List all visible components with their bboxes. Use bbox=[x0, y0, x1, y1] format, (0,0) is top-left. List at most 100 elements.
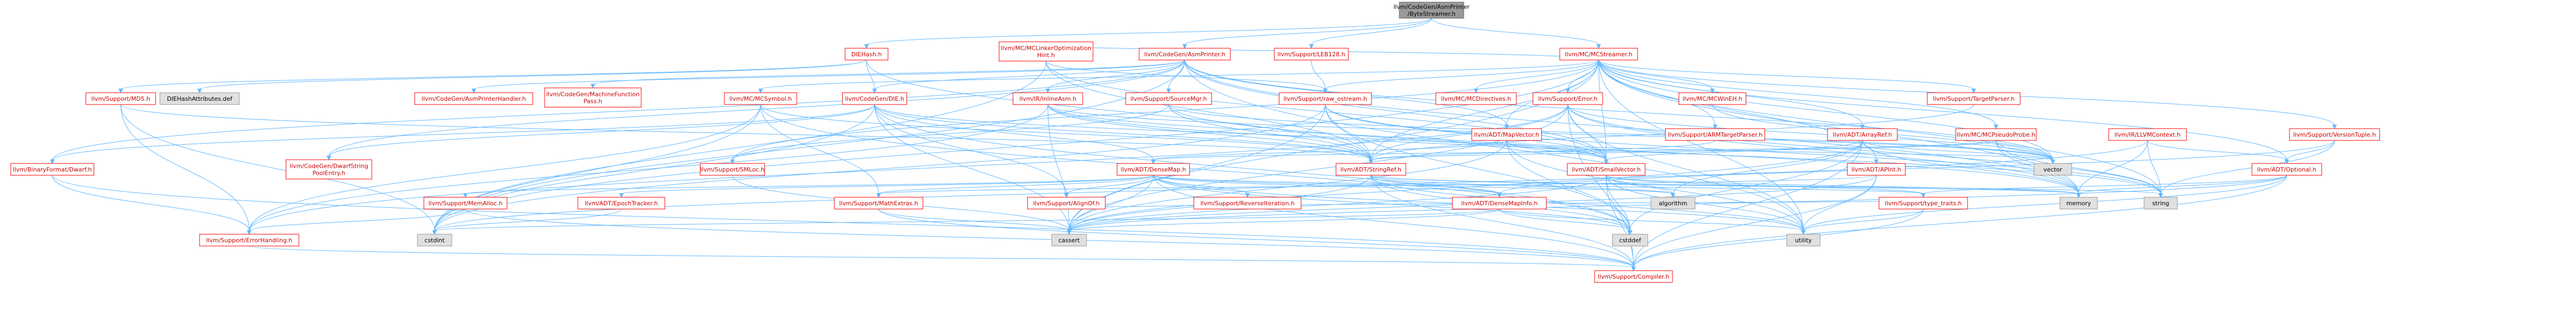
node-label-mcdirectives: llvm/MC/MCDirectives.h bbox=[1441, 95, 1511, 102]
node-box-irinlineasm bbox=[1012, 92, 1083, 105]
edge-llvmctx-to-string bbox=[2147, 140, 2161, 195]
edge-densemapinfo-to-utility bbox=[1499, 208, 1804, 232]
node-llvmctx[interactable]: llvm/IR/LLVMContext.h bbox=[2108, 128, 2187, 141]
edge-densemap-to-compiler bbox=[1153, 175, 1634, 268]
node-stringref[interactable]: llvm/ADT/StringRef.h bbox=[1335, 163, 1406, 176]
node-srcmgr[interactable]: llvm/Support/SourceMgr.h bbox=[1125, 92, 1212, 105]
node-rawostream[interactable]: llvm/Support/raw_ostream.h bbox=[1279, 92, 1372, 105]
node-cgdie[interactable]: llvm/CodeGen/DIE.h bbox=[842, 92, 907, 105]
edge-cgdie-to-stringref bbox=[874, 104, 1371, 161]
edge-irinlineasm-to-errhandling bbox=[249, 104, 1048, 232]
node-asmprinter[interactable]: llvm/CodeGen/AsmPrinter.h bbox=[1139, 48, 1231, 61]
node-label-utility: utility bbox=[1795, 237, 1812, 244]
edge-irinlineasm-to-vector bbox=[1047, 104, 2053, 161]
edge-dihash-to-md5 bbox=[120, 59, 867, 90]
edge-mapvector-to-utility bbox=[1506, 140, 1804, 232]
node-label-stringref: llvm/ADT/StringRef.h bbox=[1340, 166, 1401, 173]
node-vtuple[interactable]: llvm/Support/VersionTuple.h bbox=[2289, 128, 2380, 141]
node-box-tparser bbox=[1927, 92, 2021, 105]
node-errhandling[interactable]: llvm/Support/ErrorHandling.h bbox=[199, 234, 299, 247]
node-compiler[interactable]: llvm/Support/Compiler.h bbox=[1594, 270, 1673, 283]
node-reviter[interactable]: llvm/Support/ReverseIteration.h bbox=[1193, 197, 1302, 210]
node-mathextras[interactable]: llvm/Support/MathExtras.h bbox=[834, 197, 923, 210]
edge-asmprinter-to-smallvector bbox=[1184, 59, 1606, 161]
node-label-cgmfp: llvm/CodeGen/MachineFunction bbox=[546, 91, 640, 98]
node-mcwinen[interactable]: llvm/MC/MCWinEH.h bbox=[1678, 92, 1746, 105]
node-label-cassert: cassert bbox=[1059, 237, 1081, 244]
edge-mcstreamer-to-optional bbox=[1598, 59, 2287, 161]
edge-densemap-to-reviter bbox=[1153, 175, 1248, 195]
node-typetraits[interactable]: llvm/Support/type_traits.h bbox=[1878, 197, 1968, 210]
node-box-apint bbox=[1847, 163, 1906, 176]
node-memalloc[interactable]: llvm/Support/MemAlloc.h bbox=[423, 197, 508, 210]
node-optional[interactable]: llvm/ADT/Optional.h bbox=[2251, 163, 2322, 176]
node-irinlineasm[interactable]: llvm/IR/InlineAsm.h bbox=[1012, 92, 1083, 105]
node-box-cgaph bbox=[414, 92, 533, 105]
node-box-mcdirectives bbox=[1435, 92, 1517, 105]
node-box-optional bbox=[2251, 163, 2322, 176]
edge-arrowhead-mapvector-to-densemap bbox=[1151, 159, 1156, 165]
node-densemapinfo[interactable]: llvm/ADT/DenseMapInfo.h bbox=[1452, 197, 1547, 210]
edge-root-to-mcstreamer bbox=[1431, 18, 1599, 46]
edge-mapvector-to-vector bbox=[1506, 140, 2053, 161]
edge-cgdie-to-cstddef bbox=[874, 104, 1631, 232]
edge-irinlineasm-to-smallvector bbox=[1047, 104, 1606, 161]
edge-arrowhead-mcstreamer-to-apint bbox=[1874, 159, 1879, 165]
edge-asmprinter-to-cgmfp bbox=[592, 59, 1185, 85]
node-box-compiler bbox=[1594, 270, 1673, 283]
node-box-densemap bbox=[1117, 163, 1190, 176]
node-label-rawostream: llvm/Support/raw_ostream.h bbox=[1283, 95, 1367, 102]
node-smloc[interactable]: llvm/Support/SMLoc.h bbox=[700, 163, 765, 176]
edge-armtp-to-stringref bbox=[1370, 140, 1715, 161]
node-cgaph[interactable]: llvm/CodeGen/AsmPrinterHandler.h bbox=[414, 92, 533, 105]
edge-vtuple-to-optional bbox=[2286, 140, 2335, 161]
node-tparser[interactable]: llvm/Support/TargetParser.h bbox=[1927, 92, 2021, 105]
node-box-mcpseudo bbox=[1955, 128, 2037, 141]
edge-mcstreamer-to-rawostream bbox=[1325, 59, 1599, 90]
node-box-mcwinen bbox=[1678, 92, 1746, 105]
node-densemap[interactable]: llvm/ADT/DenseMap.h bbox=[1117, 163, 1190, 176]
edge-mapvector-to-cstddef bbox=[1506, 140, 1631, 232]
edge-arrowhead-mapvector-to-smallvector bbox=[1604, 159, 1609, 165]
node-alignof[interactable]: llvm/Support/AlignOf.h bbox=[1027, 197, 1106, 210]
edge-arrowhead-asmprinter-to-cgaph bbox=[471, 88, 476, 94]
edge-md5-to-errhandling bbox=[120, 104, 249, 232]
edge-srcmgr-to-smloc bbox=[732, 104, 1169, 161]
node-label-algorithm: algorithm bbox=[1658, 200, 1687, 207]
node-armtp[interactable]: llvm/Support/ARMTargetParser.h bbox=[1665, 128, 1765, 141]
node-label-dihash: DIEHash.h bbox=[852, 51, 882, 58]
edge-dihash-to-cgdie bbox=[866, 59, 875, 90]
node-md5[interactable]: llvm/Support/MD5.h bbox=[85, 92, 156, 105]
edge-smallvector-to-compiler bbox=[1606, 175, 1634, 268]
node-bfd[interactable]: llvm/BinaryFormat/Dwarf.h bbox=[10, 163, 94, 176]
node-label-cstddef: cstddef bbox=[1619, 237, 1642, 244]
node-box-mathextras bbox=[834, 197, 923, 210]
edge-densemap-to-alignof bbox=[1066, 175, 1154, 195]
edge-arrayref-to-cstddef bbox=[1630, 140, 1863, 232]
node-error[interactable]: llvm/Support/Error.h bbox=[1532, 92, 1603, 105]
node-label-mathextras: llvm/Support/MathExtras.h bbox=[839, 200, 918, 207]
node-mcdirectives[interactable]: llvm/MC/MCDirectives.h bbox=[1435, 92, 1517, 105]
node-apint[interactable]: llvm/ADT/APInt.h bbox=[1847, 163, 1906, 176]
node-box-string bbox=[2144, 197, 2178, 210]
edge-memalloc-to-errhandling bbox=[249, 208, 466, 232]
node-label-diehashdef: DIEHashAttributes.def bbox=[167, 95, 233, 102]
node-leb128[interactable]: llvm/Support/LEB128.h bbox=[1274, 48, 1349, 61]
node-smallvector[interactable]: llvm/ADT/SmallVector.h bbox=[1567, 163, 1646, 176]
node-mcsymbol[interactable]: llvm/MC/MCSymbol.h bbox=[724, 92, 797, 105]
node-mcpseudo[interactable]: llvm/MC/MCPseudoProbe.h bbox=[1955, 128, 2037, 141]
node-arrayref[interactable]: llvm/ADT/ArrayRef.h bbox=[1827, 128, 1898, 141]
node-label-memory: memory bbox=[2066, 200, 2091, 207]
node-box-alignof bbox=[1027, 197, 1106, 210]
edge-optional-to-compiler bbox=[1633, 175, 2287, 268]
node-epoch[interactable]: llvm/ADT/EpochTracker.h bbox=[577, 197, 665, 210]
node-mcstreamer[interactable]: llvm/MC/MCStreamer.h bbox=[1559, 48, 1638, 61]
edge-root-to-leb128 bbox=[1311, 18, 1432, 46]
edge-asmprinter-to-cgaph bbox=[473, 59, 1185, 90]
node-dihash[interactable]: DIEHash.h bbox=[845, 48, 889, 61]
node-mapvector[interactable]: llvm/ADT/MapVector.h bbox=[1471, 128, 1542, 141]
edge-arrowhead-errhandling-to-compiler bbox=[1631, 266, 1636, 272]
